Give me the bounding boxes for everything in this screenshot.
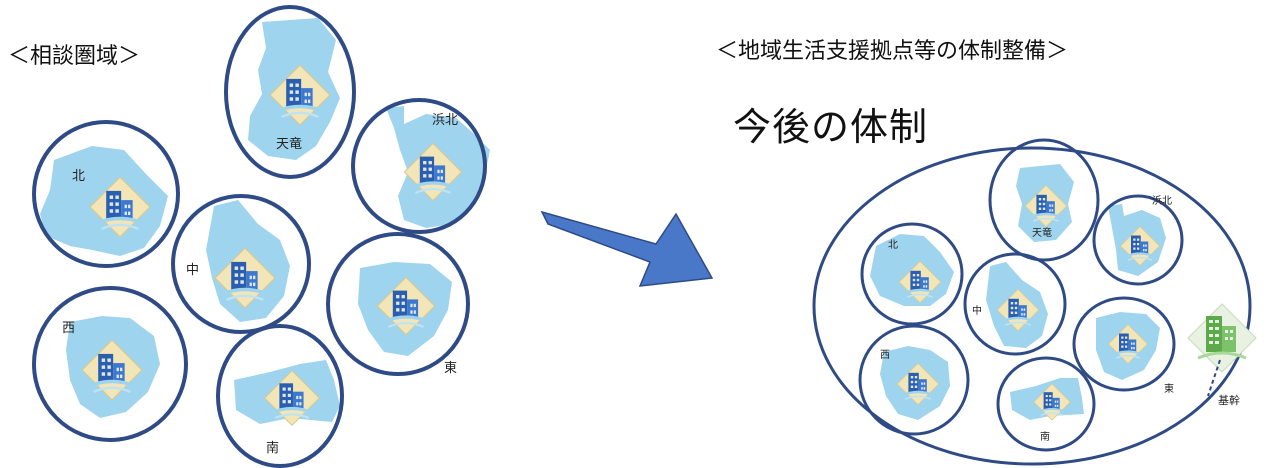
right-section-title: ＜地域生活支援拠点等の体制整備＞ <box>716 39 1069 64</box>
district-label-tenryu: 天竜 <box>1032 226 1052 239</box>
district-label-hamakita: 浜北 <box>432 113 458 128</box>
district-circle <box>860 222 964 326</box>
district-label-higashi: 東 <box>444 360 457 376</box>
district-label-kita: 北 <box>72 169 85 184</box>
district-circle <box>351 98 487 234</box>
district-hamakita: 浜北 <box>351 98 490 234</box>
district-circle <box>224 5 356 179</box>
district-minami: 南 <box>216 324 344 468</box>
district-circle <box>171 194 311 334</box>
district-nishi: 西 <box>858 324 970 436</box>
district-label-nishi: 西 <box>62 321 75 336</box>
future-structure-heading: 今後の体制 <box>733 105 929 149</box>
integrated-system-ellipse <box>812 146 1252 466</box>
district-label-tenryu: 天竜 <box>276 137 302 152</box>
district-kita: 北 <box>32 120 180 268</box>
district-circle <box>326 232 470 376</box>
district-label-kita: 北 <box>888 239 898 251</box>
district-label-minami: 南 <box>1040 430 1050 443</box>
district-circle <box>858 324 970 436</box>
district-naka: 中 <box>963 252 1067 356</box>
transition-arrow <box>540 210 714 287</box>
district-circle <box>32 286 188 442</box>
left-district-map: 天竜 浜北 北 中 東 <box>32 5 490 468</box>
district-higashi: 東 <box>1072 296 1176 395</box>
district-higashi: 東 <box>326 232 470 376</box>
core-facility-label: 基幹 <box>1218 393 1240 407</box>
core-facility: 基幹 <box>1186 302 1258 407</box>
core-facility-icon <box>1186 302 1258 374</box>
district-tenryu: 天竜 <box>988 138 1100 262</box>
district-label-minami: 南 <box>266 440 279 456</box>
district-circle <box>1092 194 1184 286</box>
district-label-nishi: 西 <box>880 350 890 361</box>
district-circle <box>963 252 1067 356</box>
district-naka: 中 <box>171 194 311 334</box>
district-kita: 北 <box>860 222 964 326</box>
left-section-title: ＜相談圏域＞ <box>8 44 141 69</box>
district-circle <box>32 120 180 268</box>
district-tenryu: 天竜 <box>224 5 356 179</box>
district-label-naka: 中 <box>972 304 982 317</box>
right-district-map: 天竜 浜北 北 中 東 <box>812 138 1258 466</box>
district-circle <box>1072 296 1176 392</box>
district-nishi: 西 <box>32 286 188 442</box>
district-minami: 南 <box>996 356 1096 452</box>
district-circle <box>988 138 1100 262</box>
district-label-naka: 中 <box>186 263 199 278</box>
district-circle <box>216 324 344 468</box>
district-label-hamakita: 浜北 <box>1152 195 1172 207</box>
district-label-higashi: 東 <box>1164 382 1174 395</box>
district-circle <box>996 356 1096 452</box>
district-hamakita: 浜北 <box>1092 194 1184 286</box>
